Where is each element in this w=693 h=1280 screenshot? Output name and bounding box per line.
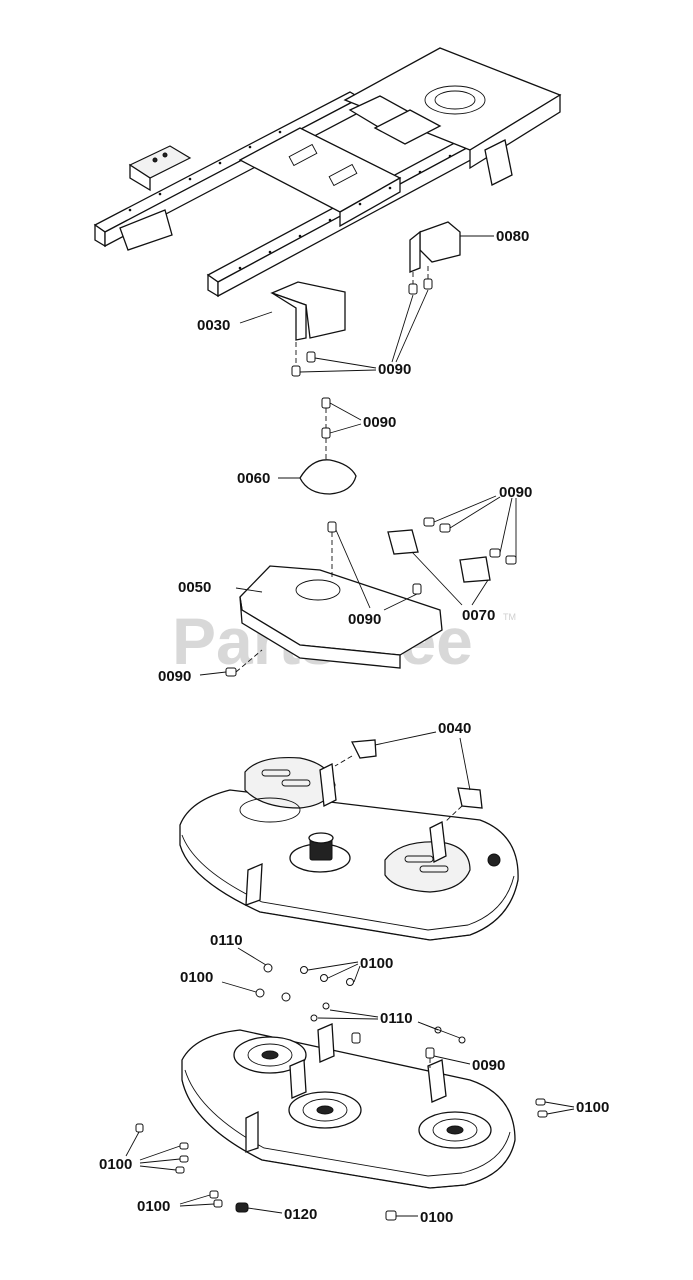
part-0060-cover: 0060	[237, 459, 357, 495]
watermark-trademark: TM	[503, 612, 516, 622]
bolts-0090-center: 0090	[321, 397, 396, 460]
label-0060: 0060	[237, 470, 270, 487]
frame-assembly	[93, 47, 562, 298]
part-0070-plates: 0070	[387, 529, 495, 624]
label-0110-a: 0110	[210, 932, 243, 949]
label-0090-d: 0090	[158, 668, 191, 685]
label-0090-c: 0090	[348, 611, 381, 628]
label-0040: 0040	[438, 720, 471, 737]
label-0110-b: 0110	[380, 1010, 413, 1027]
label-0100-a: 0100	[360, 955, 393, 972]
deck-assembly-upper: 0040	[179, 720, 519, 941]
bolts-0090-under-0030: 0090	[291, 289, 429, 378]
hardware-between-decks: 0110 0100 0100 0110	[180, 932, 466, 1044]
label-0080: 0080	[496, 228, 529, 245]
deck-assembly-lower: 0090	[181, 1023, 516, 1189]
label-0100-b: 0100	[180, 969, 213, 986]
label-0100-c: 0100	[576, 1099, 609, 1116]
label-0090-b: 0090	[363, 414, 396, 431]
bolt-0090-lower-left: 0090	[158, 649, 263, 685]
part-0080-bracket: 0080	[409, 221, 529, 273]
hardware-bottom-row: 0100 0120 0100	[137, 1190, 453, 1226]
label-0090-a: 0090	[378, 361, 411, 378]
label-0070: 0070	[462, 607, 495, 624]
label-0030: 0030	[197, 317, 230, 334]
bolts-0090-right: 0090	[423, 484, 532, 565]
label-0120: 0120	[284, 1206, 317, 1223]
part-0050-shield: 0050 0090	[178, 521, 443, 669]
hardware-0100-lower-left: 0100	[99, 1123, 189, 1174]
label-0100-e: 0100	[137, 1198, 170, 1215]
label-0050: 0050	[178, 579, 211, 596]
label-0090-e: 0090	[499, 484, 532, 501]
hardware-0100-right: 0100	[535, 1098, 609, 1118]
label-0100-d: 0100	[99, 1156, 132, 1173]
bolts-0090-upper-right	[408, 266, 433, 295]
part-0030-bracket: 0030	[197, 281, 346, 341]
label-0100-f: 0100	[420, 1209, 453, 1226]
label-0090-f: 0090	[472, 1057, 505, 1074]
